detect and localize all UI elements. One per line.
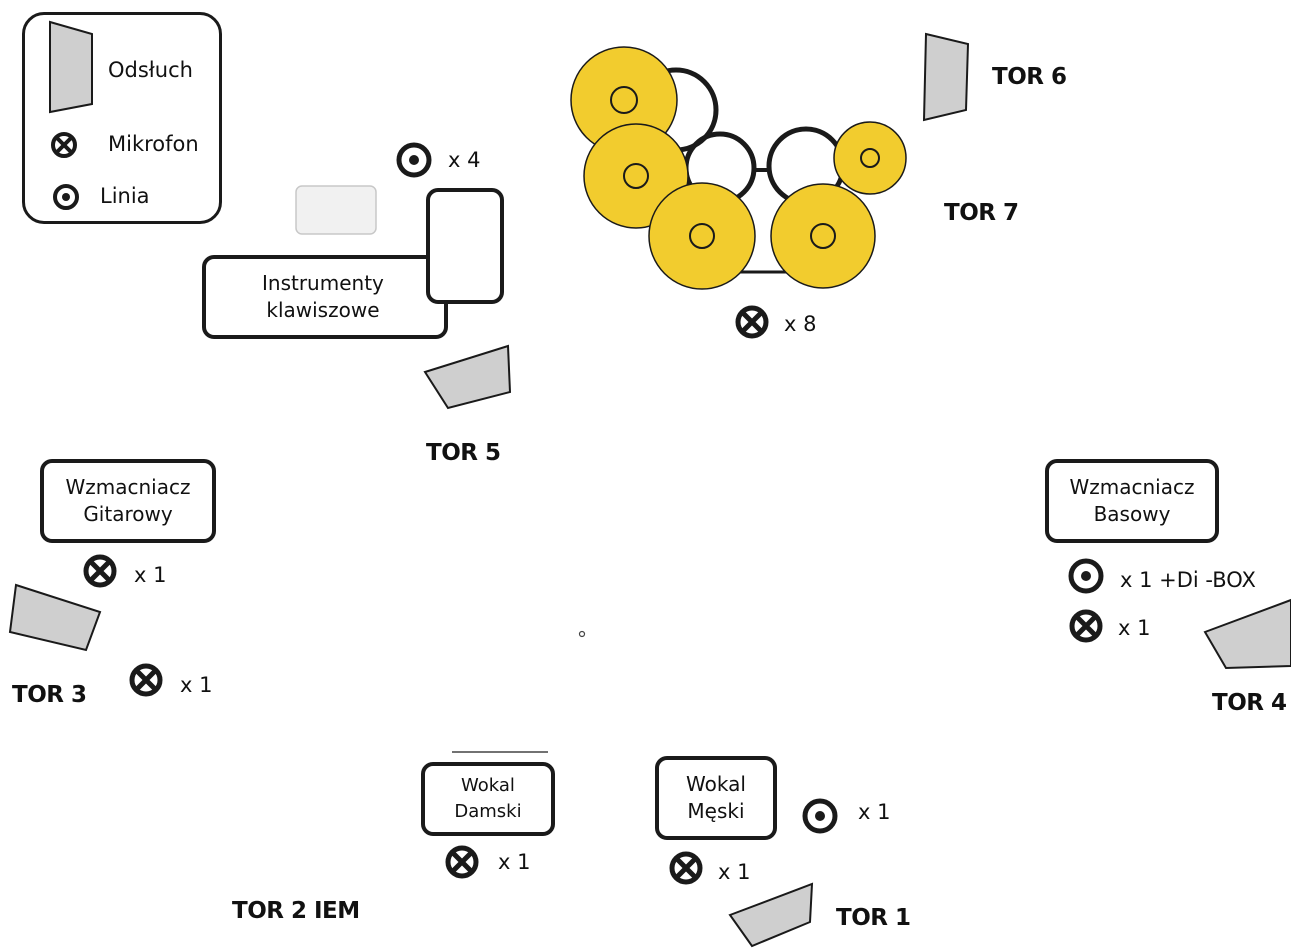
legend-mic-label: Mikrofon xyxy=(108,132,199,156)
female-vocal-mic-icon xyxy=(445,845,479,879)
monitor-wedge-tor3 xyxy=(8,583,102,652)
male-vocal-mic-icon xyxy=(669,851,703,885)
monitor-wedge-tor6 xyxy=(922,32,970,122)
tor3-label: TOR 3 xyxy=(12,682,87,708)
bass-mic-icon xyxy=(1069,609,1103,643)
guitar-amp-mic-icon xyxy=(83,554,117,588)
keyboard-stand: Instrumenty klawiszowe xyxy=(202,255,448,339)
keyboards-line-count: x 4 xyxy=(448,148,481,172)
guitar-amp: Wzmacniacz Gitarowy xyxy=(40,459,216,543)
keyboard-accessory xyxy=(295,185,377,235)
cymbal xyxy=(648,182,756,290)
bass-line-count: x 1 +Di -BOX xyxy=(1120,568,1256,592)
monitor-wedge-tor5 xyxy=(423,344,512,410)
bass-line-icon xyxy=(1068,558,1104,594)
cymbal xyxy=(833,121,907,195)
guitar-mic-icon xyxy=(129,663,163,697)
monitor-wedge-tor4 xyxy=(1203,598,1291,670)
cymbal xyxy=(770,183,876,289)
monitor-wedge-tor1 xyxy=(728,882,814,948)
drums-mic-icon xyxy=(735,305,769,339)
guitar-amp-mic-count: x 1 xyxy=(134,563,167,587)
keyboards-line-icon xyxy=(396,142,432,178)
legend-mic-icon xyxy=(51,132,77,158)
tor4-label: TOR 4 xyxy=(1212,690,1287,716)
tor6-label: TOR 6 xyxy=(992,64,1067,90)
center-dot xyxy=(578,630,586,638)
keyboard-upper xyxy=(426,188,504,304)
male-vocal-line-count: x 1 xyxy=(858,800,891,824)
keyboards-label: Instrumenty klawiszowe xyxy=(262,271,384,322)
bass-amp-label: Wzmacniacz Basowy xyxy=(1069,475,1195,526)
legend-monitor-label: Odsłuch xyxy=(108,58,193,82)
legend-line-icon xyxy=(53,184,79,210)
guitar-amp-label: Wzmacniacz Gitarowy xyxy=(65,475,191,526)
tor5-label: TOR 5 xyxy=(426,440,501,466)
drums-mic-count: x 8 xyxy=(784,312,817,336)
tor7-label: TOR 7 xyxy=(944,200,1019,226)
female-vocal-label: Wokal Damski xyxy=(454,775,522,822)
male-vocal-mic-count: x 1 xyxy=(718,860,751,884)
female-vocal-box: Wokal Damski xyxy=(421,762,555,836)
drum-kit xyxy=(570,46,907,290)
bass-amp: Wzmacniacz Basowy xyxy=(1045,459,1219,543)
guitar-mic-count: x 1 xyxy=(180,673,213,697)
male-vocal-label: Wokal Męski xyxy=(686,772,746,823)
male-vocal-box: Wokal Męski xyxy=(655,756,777,840)
female-vocal-mic-count: x 1 xyxy=(498,850,531,874)
male-vocal-line-icon xyxy=(802,798,838,834)
legend-monitor-icon xyxy=(49,20,93,114)
bass-mic-count: x 1 xyxy=(1118,616,1151,640)
tor1-label: TOR 1 xyxy=(836,905,911,931)
legend-line-label: Linia xyxy=(100,184,150,208)
tor2-label: TOR 2 IEM xyxy=(232,898,360,924)
